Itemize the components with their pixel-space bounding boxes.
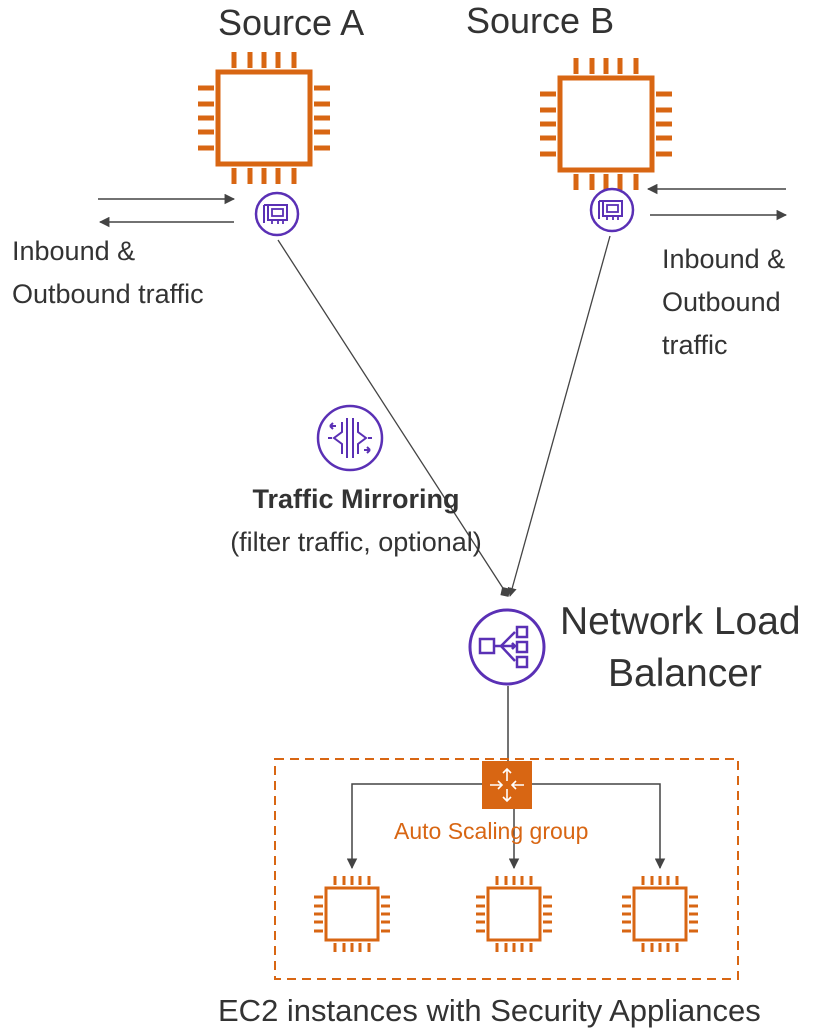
source-b-ec2-icon — [540, 58, 672, 190]
network-load-balancer-icon — [468, 608, 546, 686]
source-a-traffic-label-line1: Inbound & — [12, 236, 136, 266]
traffic-mirroring-title: Traffic Mirroring — [252, 484, 460, 514]
traffic-mirroring-icon — [316, 404, 384, 472]
source-b-network-interface-icon — [589, 187, 635, 233]
source-b-traffic-label-line3: traffic — [662, 330, 728, 360]
appliance-ec2-icon-1 — [312, 874, 392, 954]
source-a-ec2-icon — [198, 52, 330, 184]
ec2-instances-caption: EC2 instances with Security Appliances — [218, 993, 761, 1028]
auto-scaling-group-label: Auto Scaling group — [394, 818, 589, 844]
source-b-title: Source B — [466, 0, 615, 41]
source-a-traffic-label-line2: Outbound traffic — [12, 279, 204, 309]
auto-scaling-group-box — [274, 758, 739, 980]
nlb-label-line1: Network Load — [560, 600, 801, 643]
asg-branch-left — [346, 783, 508, 870]
source-a-title: Source A — [218, 2, 365, 43]
auto-scaling-group-icon — [482, 761, 532, 809]
source-b-traffic-label-line1: Inbound & — [662, 244, 786, 274]
traffic-mirroring-subtitle: (filter traffic, optional) — [230, 527, 482, 557]
source-a-network-interface-icon — [254, 191, 300, 237]
asg-branch-right — [508, 783, 666, 870]
mirror-line-a — [277, 239, 511, 597]
source-b-traffic-label-line2: Outbound — [662, 287, 781, 317]
appliance-ec2-icon-2 — [474, 874, 554, 954]
appliance-ec2-icon-3 — [620, 874, 700, 954]
mirror-line-b — [507, 235, 611, 597]
nlb-label-line2: Balancer — [608, 652, 762, 695]
